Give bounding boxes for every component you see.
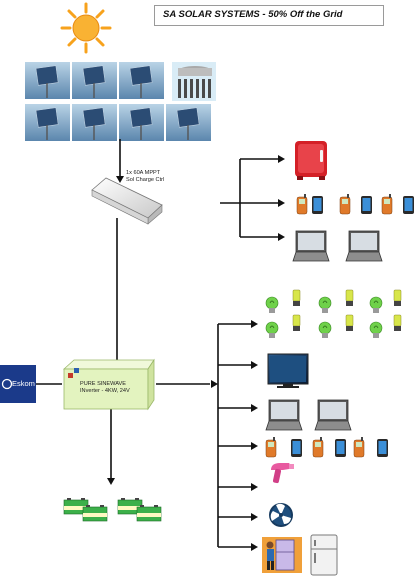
laptop-icon — [292, 230, 330, 262]
phone-icon — [312, 196, 323, 214]
phone-icon — [296, 194, 308, 215]
phone-group-inverter — [265, 437, 388, 458]
cfl-bulb-icon — [393, 289, 402, 306]
inverter-label-line2: INverter - 4KW, 24V — [80, 387, 130, 394]
cfl-bulb-icon — [292, 314, 301, 331]
phone-icon — [353, 437, 365, 458]
bulb-icon — [369, 321, 383, 338]
phone-icon — [291, 439, 302, 457]
solar-panel-icon — [25, 62, 70, 99]
solar-panel-icon — [119, 104, 164, 141]
cfl-bulb-icon — [345, 289, 354, 306]
laptop-group-inverter — [265, 399, 352, 431]
battery-icon — [82, 505, 108, 522]
bulb-icon — [265, 321, 279, 338]
solar-panel-icon — [166, 104, 211, 141]
bulb-icon — [318, 321, 332, 338]
battery-icon — [117, 498, 143, 515]
inverter-label: PURE SINEWAVE INverter - 4KW, 24V — [80, 381, 130, 394]
cfl-bulb-icon — [292, 289, 301, 306]
charge-controller-label-line2: Sol Charge Ctrl — [126, 176, 165, 183]
laptop-icon — [345, 230, 383, 262]
connection-lines — [36, 139, 241, 547]
phone-icon — [339, 194, 351, 215]
bulb-icon — [369, 296, 383, 313]
charge-controller-label-line1: 1x 60A MPPT — [126, 170, 161, 176]
title-box: SA SOLAR SYSTEMS - 50% Off the Grid — [154, 5, 384, 26]
battery-icon — [63, 498, 89, 515]
tv-icon — [267, 353, 309, 388]
eskom-logo-text: Eskom — [12, 379, 35, 388]
phone-icon — [381, 194, 393, 215]
person-at-fridge-icon — [262, 537, 302, 573]
mini-fridge-icon — [295, 141, 327, 180]
charge-controller-label: 1x 60A MPPT Sol Charge Ctrl — [126, 170, 164, 183]
diagram-title: SA SOLAR SYSTEMS - 50% Off the Grid — [163, 9, 343, 20]
solar-panel-icon — [25, 104, 70, 141]
laptop-icon — [314, 399, 352, 431]
solar-panel-array — [25, 62, 211, 141]
phone-icon — [265, 437, 277, 458]
laptop-group-controller — [292, 230, 383, 262]
lighting-group — [265, 289, 402, 338]
battery-bank — [63, 498, 162, 522]
solar-geyser-icon — [172, 62, 216, 101]
fridge-icon — [310, 534, 338, 576]
eskom-logo — [0, 365, 36, 403]
battery-icon — [136, 505, 162, 522]
phone-group-controller — [296, 194, 414, 215]
phone-icon — [377, 439, 388, 457]
arrow-heads — [107, 155, 285, 551]
solar-panel-icon — [119, 62, 164, 99]
charge-controller-icon — [91, 177, 163, 225]
solar-panel-icon — [72, 62, 117, 99]
bulb-icon — [318, 296, 332, 313]
inverter-icon — [62, 358, 155, 411]
solar-panel-icon — [72, 104, 117, 141]
inverter-label-line1: PURE SINEWAVE — [80, 381, 127, 387]
laptop-icon — [265, 399, 303, 431]
fan-icon — [269, 503, 293, 527]
phone-icon — [403, 196, 414, 214]
sun-icon — [60, 2, 112, 54]
bulb-icon — [265, 296, 279, 313]
hair-dryer-icon — [271, 463, 294, 484]
phone-icon — [312, 437, 324, 458]
phone-icon — [361, 196, 372, 214]
phone-icon — [335, 439, 346, 457]
cfl-bulb-icon — [393, 314, 402, 331]
cfl-bulb-icon — [345, 314, 354, 331]
